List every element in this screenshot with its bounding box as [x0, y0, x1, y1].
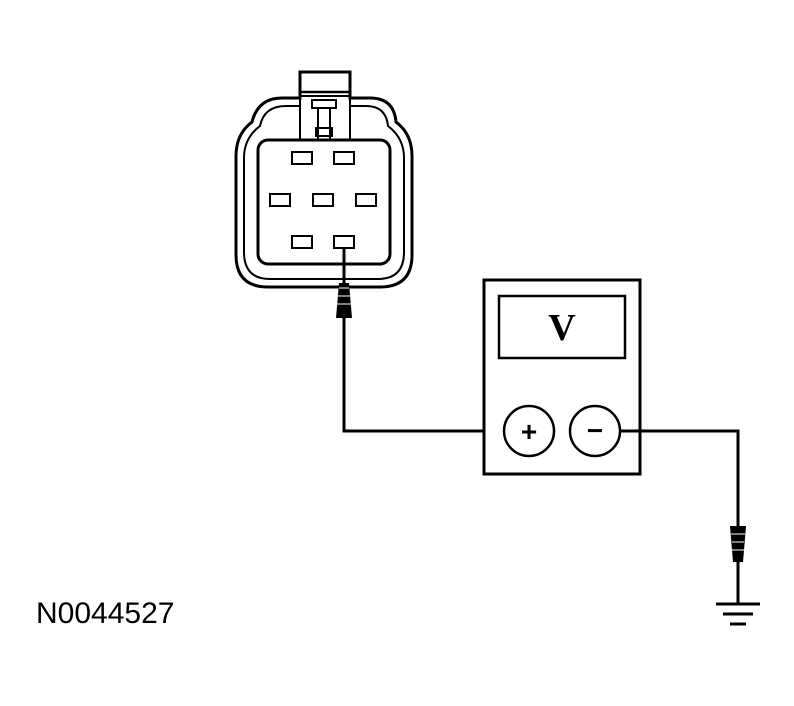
connector-lock-stem [315, 127, 333, 137]
positive-lead-wire [342, 318, 504, 433]
connector-outer-shell [234, 70, 414, 289]
pin-cavity-6 [291, 235, 313, 249]
voltmeter-display [497, 294, 627, 360]
positive-terminal-label: + [521, 416, 537, 447]
connector-lock-tab [298, 70, 352, 94]
pin-cavity-7 [333, 235, 355, 249]
positive-terminal [502, 404, 556, 458]
pin-cavity-3 [269, 193, 291, 207]
negative-lead-wire [620, 429, 740, 526]
connector-inner-shell [243, 95, 405, 280]
voltmeter: V + − [482, 278, 642, 476]
back-probe-tip [336, 283, 352, 318]
voltmeter-display-symbol: V [548, 307, 576, 349]
connector [234, 70, 414, 289]
ground-symbol-icon [716, 602, 760, 626]
pin-cavity-2 [333, 151, 355, 165]
ground-probe [730, 526, 746, 604]
figure-reference-code: N0044527 [36, 597, 175, 630]
ground-probe-tip [730, 526, 746, 562]
pin-cavity-1 [291, 151, 313, 165]
pin-cavity-5 [355, 193, 377, 207]
pin-cavity-4 [312, 193, 334, 207]
back-probe [336, 248, 352, 318]
connector-pin-face [256, 138, 392, 266]
negative-terminal-label: − [587, 415, 603, 446]
connector-lock-latch [311, 99, 337, 109]
